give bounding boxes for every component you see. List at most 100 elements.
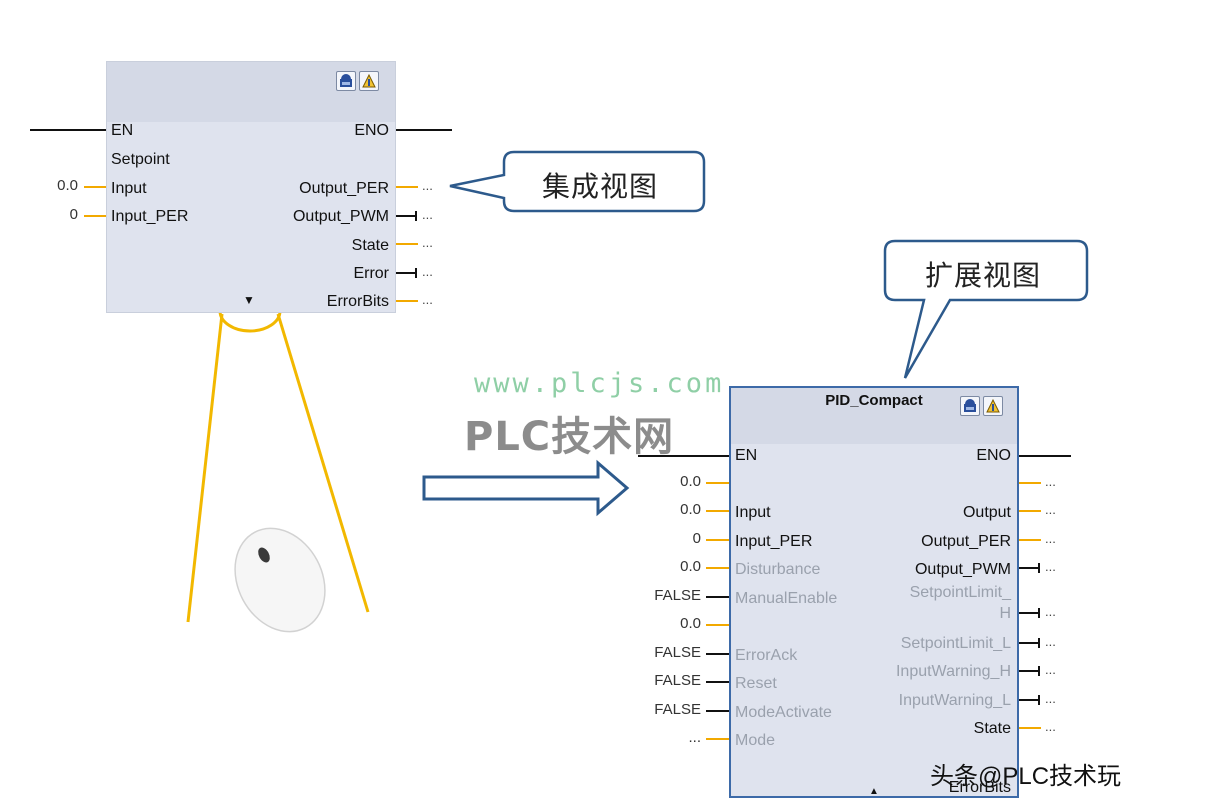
pin-modeactivate[interactable]: ModeActivate (735, 704, 832, 721)
pin-output-per[interactable]: Output_PER (921, 533, 1011, 550)
wire-disturbance (706, 567, 729, 569)
value-mode[interactable]: ... (688, 729, 701, 746)
value-error[interactable]: ... (422, 264, 433, 279)
pin-error[interactable]: Error (353, 265, 389, 282)
commissioning-icon[interactable] (336, 71, 356, 91)
pin-setpointlimit-l[interactable]: SetpointLimit_L (900, 635, 1011, 652)
wire-scaledinput (1019, 482, 1041, 484)
wire-output-per (396, 186, 418, 188)
pin-output[interactable]: Output (962, 504, 1011, 521)
pin-output-pwm[interactable]: Output_PWM (914, 561, 1011, 578)
bool-terminal (1038, 608, 1040, 618)
block-icons (960, 396, 1003, 416)
value-input[interactable]: 0.0 (680, 501, 701, 518)
configuration-icon[interactable] (983, 396, 1003, 416)
value-output-pwm[interactable]: ... (1045, 559, 1056, 574)
pin-disturbance[interactable]: Disturbance (735, 561, 821, 578)
value-scaledinput[interactable]: ... (1045, 474, 1056, 489)
wire-state (396, 243, 418, 245)
pin-en[interactable]: EN (735, 447, 758, 464)
block-title: PID_Compact (825, 392, 923, 409)
wire-eno-out (1019, 455, 1071, 457)
wire-mode (706, 738, 729, 740)
configuration-icon[interactable] (359, 71, 379, 91)
wire-en-in (638, 455, 729, 457)
wire-inputwarning-l (1019, 699, 1039, 701)
wire-input-per (706, 539, 729, 541)
pin-input-per[interactable]: Input_PER (111, 208, 189, 225)
pin-output-per[interactable]: Output_PER (299, 180, 389, 197)
watermark-url: www.plcjs.com (474, 368, 725, 399)
wire-output-pwm (1019, 567, 1039, 569)
wire-en-in (30, 129, 106, 131)
pin-en[interactable]: EN (111, 122, 134, 139)
wire-manualvalue (706, 624, 729, 626)
value-output-per[interactable]: ... (422, 178, 433, 193)
pin-mode[interactable]: Mode (735, 732, 776, 749)
value-setpointlimit-l[interactable]: ... (1045, 634, 1056, 649)
pid-block-extended[interactable]: PID_Compact EN Input Input_PER Disturban… (729, 386, 1019, 798)
pin-state[interactable]: State (973, 720, 1011, 737)
value-output-pwm[interactable]: ... (422, 207, 433, 222)
value-output-per[interactable]: ... (1045, 531, 1056, 546)
wire-manualenable (706, 596, 729, 598)
pin-manualenable[interactable]: ManualEnable (735, 590, 838, 607)
pid-block-integrated[interactable]: EN Setpoint Input Input_PER ENO Output_P… (106, 61, 396, 313)
pin-input-per[interactable]: Input_PER (735, 533, 813, 550)
wire-output (1019, 510, 1041, 512)
pin-state[interactable]: State (351, 237, 389, 254)
value-input-per[interactable]: 0 (692, 530, 701, 547)
value-state[interactable]: ... (422, 235, 433, 250)
pin-errorbits[interactable]: ErrorBits (326, 293, 389, 310)
expand-button[interactable]: ▼ (243, 293, 255, 307)
wire-setpoint (706, 482, 729, 484)
pin-reset[interactable]: Reset (735, 675, 777, 692)
wire-inputwarning-h (1019, 670, 1039, 672)
value-setpoint[interactable]: 0.0 (680, 473, 701, 490)
value-erroracknowledge[interactable]: FALSE (654, 644, 701, 661)
callout-integrated-text: 集成视图 (542, 171, 659, 202)
pin-inputwarning-h[interactable]: InputWarning_H (895, 663, 1011, 680)
lens-line-right (276, 313, 370, 613)
pin-output-pwm[interactable]: Output_PWM (292, 208, 389, 225)
wire-input-per (84, 215, 106, 217)
value-inputwarning-l[interactable]: ... (1045, 691, 1056, 706)
pin-setpointlimit-h-line2[interactable]: H (999, 605, 1011, 622)
pin-inputwarning-l[interactable]: InputWarning_L (898, 692, 1011, 709)
value-input[interactable]: 0.0 (57, 177, 78, 194)
wire-reset (706, 681, 729, 683)
value-output[interactable]: ... (1045, 502, 1056, 517)
wire-state (1019, 727, 1041, 729)
pin-setpointlimit-h-line1[interactable]: SetpointLimit_ (909, 584, 1011, 601)
pin-eno[interactable]: ENO (976, 447, 1011, 464)
pin-input[interactable]: Input (735, 504, 771, 521)
value-errorbits[interactable]: ... (422, 292, 433, 307)
commissioning-icon[interactable] (960, 396, 980, 416)
pin-erroracknowledge[interactable]: ErrorAck (735, 647, 798, 664)
bool-terminal (1038, 666, 1040, 676)
lens-line-left (186, 313, 224, 623)
wire-setpointlimit-l (1019, 642, 1039, 644)
pin-errorbits[interactable]: ErrorBits (948, 779, 1011, 796)
pin-setpoint[interactable]: Setpoint (111, 151, 170, 168)
value-state[interactable]: ... (1045, 719, 1056, 734)
value-modeactivate[interactable]: FALSE (654, 701, 701, 718)
value-inputwarning-h[interactable]: ... (1045, 662, 1056, 677)
wire-setpointlimit-h (1019, 612, 1039, 614)
wire-eno-out (396, 129, 452, 131)
wire-input (84, 186, 106, 188)
value-setpointlimit-h[interactable]: ... (1045, 604, 1056, 619)
pin-eno[interactable]: ENO (354, 122, 389, 139)
value-reset[interactable]: FALSE (654, 672, 701, 689)
value-manualenable[interactable]: FALSE (654, 587, 701, 604)
callout-extended-text: 扩展视图 (925, 260, 1042, 291)
pin-input[interactable]: Input (111, 180, 147, 197)
collapse-button[interactable]: ▲ (869, 786, 879, 797)
callout-integrated-view (449, 150, 706, 213)
value-manualvalue[interactable]: 0.0 (680, 615, 701, 632)
wire-modeactivate (706, 710, 729, 712)
value-input-per[interactable]: 0 (69, 206, 78, 223)
value-disturbance[interactable]: 0.0 (680, 558, 701, 575)
wire-error (396, 272, 416, 274)
